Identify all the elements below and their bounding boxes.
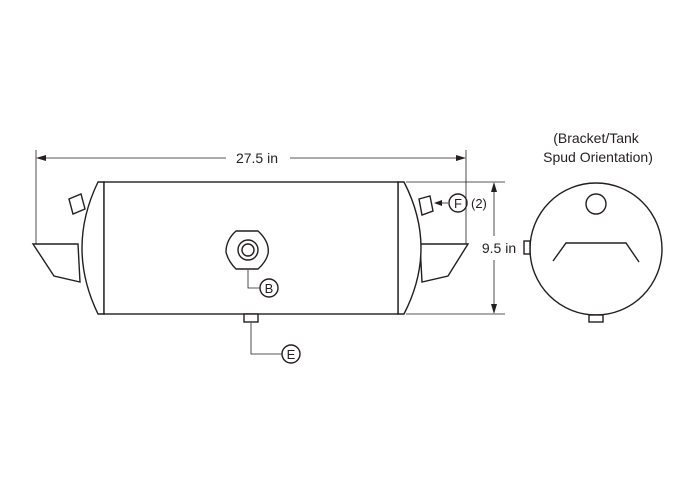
- callout-e: E: [250, 323, 301, 364]
- callout-b: B: [247, 270, 279, 298]
- tank-side-view: [31, 181, 470, 323]
- end-view-circle: [529, 182, 663, 316]
- diameter-dimension: 9.5 in: [406, 181, 516, 315]
- right-bracket: [419, 243, 470, 283]
- callout-f: F (2): [434, 193, 487, 213]
- bottom-port: [243, 313, 259, 323]
- left-end-cap: [81, 181, 105, 315]
- callout-f-count: (2): [471, 196, 487, 211]
- end-view-bracket: [552, 242, 640, 263]
- left-spud: [68, 193, 86, 215]
- end-view: (Bracket/Tank Spud Orientation): [523, 130, 663, 323]
- diameter-label: 9.5 in: [482, 240, 516, 256]
- callout-e-label: E: [287, 347, 296, 362]
- callout-b-label: B: [265, 281, 274, 296]
- right-spud: [418, 195, 434, 216]
- center-port: [225, 230, 269, 270]
- callout-f-label: F: [454, 196, 462, 211]
- end-view-title-line2: Spud Orientation): [543, 149, 653, 165]
- length-dimension: 27.5 in: [35, 150, 467, 244]
- left-bracket: [31, 243, 81, 283]
- end-view-bottom-port: [588, 314, 604, 323]
- end-view-title-line1: (Bracket/Tank: [553, 130, 640, 146]
- end-view-spud: [585, 193, 607, 215]
- end-view-side-port: [523, 240, 531, 255]
- length-label: 27.5 in: [236, 150, 278, 166]
- right-end-cap: [397, 181, 422, 315]
